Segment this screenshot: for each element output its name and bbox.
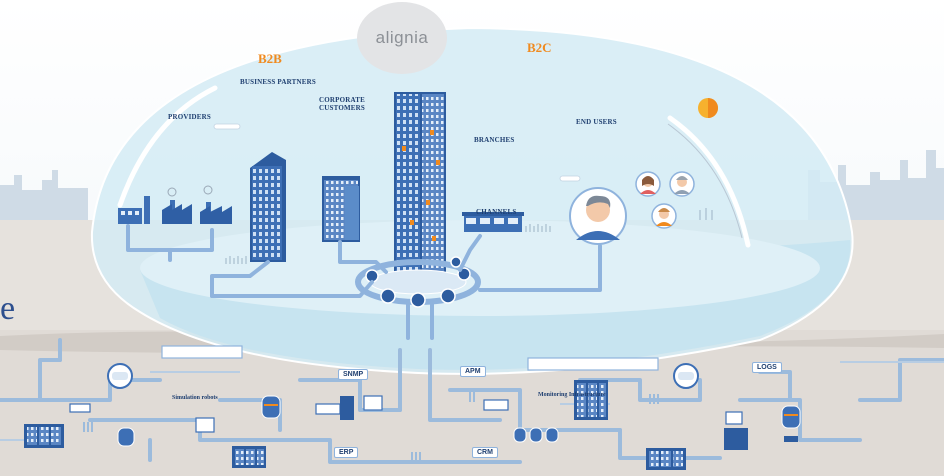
- pipe-box-1: [161, 345, 243, 359]
- providers-factories: [118, 185, 232, 224]
- end-user-avatar-3: [651, 203, 677, 229]
- label-end-users: END USERS: [576, 118, 617, 126]
- central-tower: [394, 92, 446, 282]
- sun-icon: [698, 98, 718, 118]
- end-user-avatar-large: [569, 187, 627, 245]
- server-rack-4: [646, 448, 686, 470]
- server-rack-3: [574, 380, 608, 420]
- end-user-avatar-1: [635, 171, 661, 197]
- segment-b2c: B2C: [527, 40, 552, 55]
- label-corporate-customers: CORPORATE CUSTOMERS: [318, 96, 365, 112]
- tag-erp: ERP: [334, 447, 359, 458]
- tag-snmp: SNMP: [338, 369, 369, 380]
- pipe-box-2: [527, 357, 659, 371]
- corporate-building: [322, 176, 360, 242]
- tag-apm: APM: [460, 366, 486, 377]
- alignia-logo: alignia: [357, 2, 447, 74]
- tag-logs: LOGS: [752, 362, 782, 373]
- segment-b2b: B2B: [258, 51, 282, 66]
- skyline-left: [0, 170, 88, 220]
- hub-ring: [355, 256, 481, 308]
- end-user-avatar-2: [669, 171, 695, 197]
- tag-crm: CRM: [472, 447, 498, 458]
- label-channels: CHANNELS: [476, 208, 517, 216]
- label-monitoring-infrastructure: Monitoring Infrastructure: [538, 392, 606, 398]
- server-rack-1: [24, 424, 64, 448]
- label-providers: PROVIDERS: [168, 113, 212, 121]
- database-cylinders: [117, 395, 801, 447]
- workstations: [69, 395, 743, 433]
- probe-1: [107, 363, 133, 389]
- label-simulation-robots: Simulation robots: [172, 395, 218, 401]
- branches-building: [462, 212, 524, 232]
- b2b-building: [250, 152, 286, 262]
- probe-2: [673, 363, 699, 389]
- label-branches: BRANCHES: [474, 136, 515, 144]
- label-business-partners: BUSINESS PARTNERS: [240, 78, 316, 86]
- edge-glyph: e: [0, 290, 16, 327]
- server-rack-2: [232, 446, 266, 468]
